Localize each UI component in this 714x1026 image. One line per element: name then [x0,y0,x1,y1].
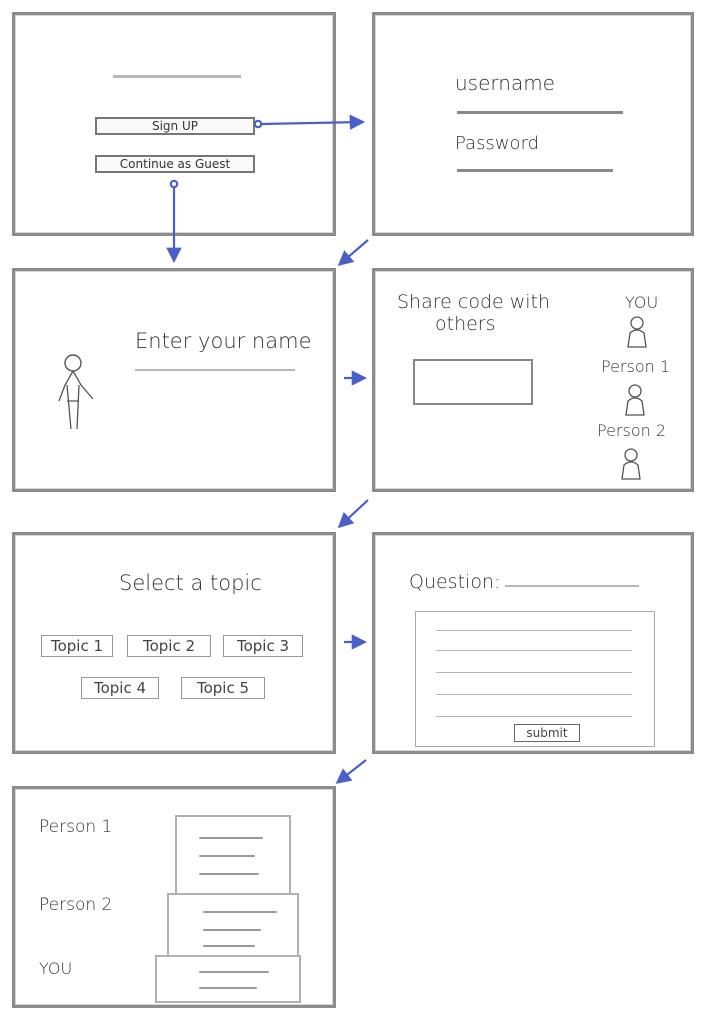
topic-3-button[interactable]: Topic 3 [223,635,303,657]
participant-label-you: YOU [625,293,659,312]
answer-line [436,650,632,651]
person-icon-person-1 [625,384,645,416]
response-text-line [199,837,263,839]
continue-as-guest-button[interactable]: Continue as Guest [95,155,255,173]
response-text-line [199,855,255,857]
password-field-line[interactable] [457,169,613,172]
question-title-line [505,585,639,587]
answer-line [436,672,632,673]
response-card-person-1 [175,815,291,899]
submit-button[interactable]: submit [514,724,580,742]
arrow-login-to-name [337,239,369,267]
share-title-line1: Share code with [397,291,551,313]
share-title-line2: others [435,313,496,335]
topic-1-button[interactable]: Topic 1 [41,635,113,657]
response-label-you: YOU [39,959,73,978]
answer-line [436,716,632,717]
person-icon-you [627,316,647,348]
response-label-person-1: Person 1 [39,817,113,837]
response-text-line [199,971,269,973]
password-label: Password [455,133,540,154]
question-answer-area[interactable]: submit [415,611,655,747]
response-text-line [203,945,255,947]
screen-landing: Sign UP Continue as Guest [12,12,336,236]
topic-2-button[interactable]: Topic 2 [127,635,211,657]
response-label-person-2: Person 2 [39,895,113,915]
topic-4-button[interactable]: Topic 4 [81,677,159,699]
response-text-line [203,929,261,931]
signup-button[interactable]: Sign UP [95,117,255,135]
response-card-person-2 [167,893,299,963]
screen-select-topic: Select a topic Topic 1 Topic 2 Topic 3 T… [12,532,336,754]
question-label: Question: [409,571,501,593]
topic-5-button[interactable]: Topic 5 [181,677,265,699]
enter-name-prompt: Enter your name [135,329,312,353]
response-text-line [203,911,277,913]
username-label: username [455,71,555,95]
participant-label-person-1: Person 1 [601,357,671,376]
answer-line [436,694,632,695]
answer-line [436,630,632,631]
person-figure-icon [58,354,94,430]
screen-share-code: Share code with others YOU Person 1 Pers… [372,268,694,492]
response-text-line [199,873,259,875]
screen-login: username Password [372,12,694,236]
arrow-question-to-responses [335,759,367,784]
username-field-line[interactable] [457,111,623,114]
title-placeholder-line [113,75,241,78]
screen-question: Question: submit [372,532,694,754]
participant-label-person-2: Person 2 [597,421,667,440]
screen-name-entry: Enter your name [12,268,336,492]
response-text-line [199,987,257,989]
name-field-line[interactable] [135,369,295,371]
arrow-share-to-topic [337,499,369,529]
person-icon-person-2 [621,448,641,480]
select-topic-title: Select a topic [119,571,262,595]
response-card-you [155,955,301,1003]
screen-responses: Person 1 Person 2 YOU [12,786,336,1008]
share-code-box[interactable] [413,359,533,405]
